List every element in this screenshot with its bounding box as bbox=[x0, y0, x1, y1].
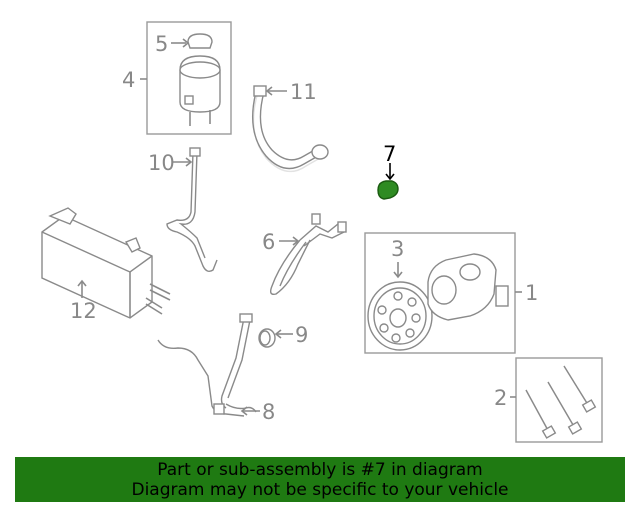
hose-clamp bbox=[253, 85, 267, 97]
highlighted-part-7: 7 bbox=[377, 142, 399, 200]
banner-line-1: Part or sub-assembly is #7 in diagram bbox=[157, 460, 483, 480]
callout-8: 8 bbox=[262, 400, 275, 424]
bolts-group: 2 bbox=[494, 357, 603, 443]
cooler-12-group: 12 bbox=[41, 207, 171, 323]
pump-outlet bbox=[495, 285, 509, 307]
return-hose-group: 11 bbox=[251, 80, 329, 173]
cooler-body bbox=[41, 215, 153, 319]
callout-9: 9 bbox=[295, 323, 308, 347]
callout-10: 10 bbox=[148, 151, 175, 175]
callout-12: 12 bbox=[70, 299, 97, 323]
callout-7: 7 bbox=[383, 142, 396, 166]
part-7-fitting bbox=[377, 180, 399, 200]
callout-6: 6 bbox=[262, 230, 275, 254]
reservoir-group: 5 4 bbox=[122, 21, 232, 135]
pump-group: 3 1 bbox=[364, 232, 538, 354]
line-fitting bbox=[189, 147, 201, 157]
seal-9-group: 9 bbox=[258, 323, 308, 348]
reservoir-port bbox=[184, 95, 194, 105]
reservoir-box bbox=[146, 21, 232, 135]
info-banner: Part or sub-assembly is #7 in diagram Di… bbox=[15, 457, 625, 502]
hose-fitting bbox=[311, 144, 329, 160]
bolts-box bbox=[515, 357, 603, 443]
callout-2: 2 bbox=[494, 386, 507, 410]
pressure-line-10-group: 10 bbox=[148, 147, 218, 273]
parts-diagram: 5 4 11 7 10 bbox=[41, 21, 603, 443]
cooler-bracket bbox=[48, 207, 77, 225]
callout-1: 1 bbox=[525, 281, 538, 305]
seal-ring bbox=[258, 328, 276, 348]
callout-4: 4 bbox=[122, 68, 135, 92]
callout-11: 11 bbox=[290, 80, 317, 104]
pump-box bbox=[364, 232, 516, 354]
reservoir-cap bbox=[187, 33, 213, 49]
pressure-line-8-group: 8 bbox=[157, 313, 275, 424]
reservoir-top bbox=[179, 61, 221, 79]
banner-line-2: Diagram may not be specific to your vehi… bbox=[131, 480, 509, 500]
hose-assembly-6-group: 6 bbox=[262, 213, 347, 296]
callout-3: 3 bbox=[391, 237, 404, 261]
callout-5: 5 bbox=[155, 32, 168, 56]
